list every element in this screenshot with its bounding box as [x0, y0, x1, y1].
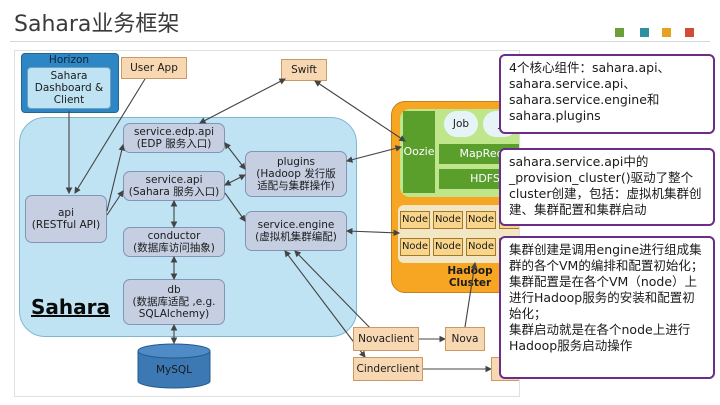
mysql-label: MySQL	[155, 364, 193, 376]
accent-square-3	[662, 28, 671, 37]
db-line2: (数据库适配 ,e.g.	[132, 296, 216, 308]
api-line2: (RESTful API)	[31, 219, 101, 231]
novaclient-box: Novaclient	[353, 327, 419, 351]
service-api-box: service.api (Sahara 服务入口)	[123, 171, 225, 201]
node-box: Node	[400, 211, 430, 229]
engine-box: service.engine (虚拟机集群编配)	[245, 211, 347, 251]
cinderclient-box: Cinderclient	[353, 357, 423, 381]
plugins-box: plugins (Hadoop 发行版 适配与集群操作)	[245, 151, 347, 197]
accent-square-4	[685, 28, 694, 37]
connector-lines	[65, 78, 493, 373]
note-cluster-steps: 集群创建是调用engine进行组成集群的各个VM的编排和配置初始化； 集群配置是…	[499, 236, 715, 379]
accent-square-1	[615, 28, 624, 37]
conductor-line2: (数据库访问抽象)	[133, 242, 215, 254]
title-divider	[10, 41, 710, 42]
note-provision-cluster: sahara.service.api中的_provision_cluster()…	[499, 148, 715, 226]
api-box: api (RESTful API)	[25, 195, 107, 243]
edp-api-line2: (EDP 服务入口)	[136, 138, 212, 150]
node-box: Node	[433, 238, 463, 256]
architecture-diagram: Sahara Oozie Job J MapRedu HDFS Node Nod…	[14, 50, 520, 397]
accent-square-2	[640, 28, 649, 37]
user-app-box: User App	[121, 57, 187, 79]
hadoop-cluster-label: Hadoop Cluster	[435, 265, 505, 289]
job-bubble-1: Job	[444, 111, 478, 137]
swift-box: Swift	[281, 59, 327, 81]
horizon-title: Horizon	[48, 54, 90, 66]
hadoop-label-line2: Cluster	[448, 277, 492, 289]
node-box: Node	[400, 238, 430, 256]
slide-title: Sahara业务框架	[14, 12, 180, 37]
edp-api-line1: service.edp.api	[133, 126, 215, 138]
oozie-box: Oozie	[403, 111, 435, 193]
db-line3: SQLAlchemy)	[138, 308, 210, 320]
service-api-line2: (Sahara 服务入口)	[128, 186, 220, 198]
node-box: Node	[466, 211, 496, 229]
plugins-line1: plugins	[277, 156, 315, 168]
engine-line2: (虚拟机集群编配)	[255, 231, 337, 243]
plugins-line2: (Hadoop 发行版	[256, 168, 336, 180]
nova-box: Nova	[445, 327, 485, 351]
database-icon	[137, 343, 211, 389]
note-core-components: 4个核心组件：sahara.api、sahara.service.api、sah…	[499, 54, 715, 134]
node-box: Node	[433, 211, 463, 229]
service-api-line1: service.api	[145, 174, 203, 186]
plugins-line3: 适配与集群操作)	[257, 180, 335, 192]
sahara-region-label: Sahara	[31, 295, 110, 319]
db-line1: db	[167, 284, 181, 296]
conductor-line1: conductor	[147, 230, 201, 242]
edp-api-box: service.edp.api (EDP 服务入口)	[123, 123, 225, 153]
horizon-dashboard-box: Sahara Dashboard & Client	[27, 67, 111, 109]
engine-line1: service.engine	[257, 219, 335, 231]
hadoop-label-line1: Hadoop	[447, 265, 493, 277]
mysql-cylinder	[137, 343, 211, 389]
api-line1: api	[57, 207, 75, 219]
node-box: Node	[466, 238, 496, 256]
